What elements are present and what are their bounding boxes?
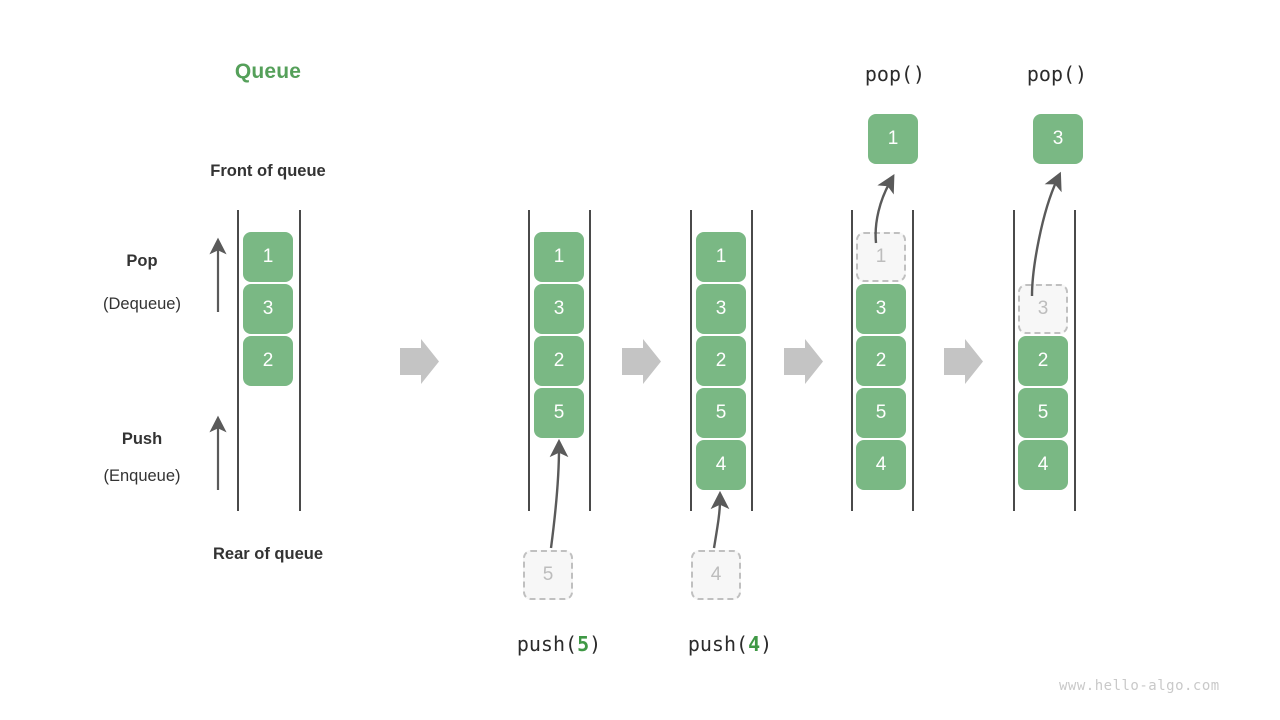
incoming-element-ghost: 5 bbox=[523, 550, 573, 600]
queue-cell: 4 bbox=[856, 440, 906, 490]
queue-rail-right-5 bbox=[1074, 210, 1076, 511]
pop-label: Pop bbox=[126, 252, 158, 270]
queue-cell: 2 bbox=[243, 336, 293, 386]
queue-rail-left-4 bbox=[851, 210, 853, 511]
queue-cell: 4 bbox=[696, 440, 746, 490]
queue-cell: 5 bbox=[856, 388, 906, 438]
push-4-caption: push(4) bbox=[630, 632, 830, 656]
queue-rail-left-3 bbox=[690, 210, 692, 511]
queue-cell: 3 bbox=[696, 284, 746, 334]
push-caption-prefix: push( bbox=[687, 632, 749, 656]
block-arrow-2 bbox=[622, 339, 661, 384]
queue-cell: 4 bbox=[1018, 440, 1068, 490]
block-arrow-1 bbox=[400, 339, 439, 384]
pop-sublabel: (Dequeue) bbox=[103, 295, 181, 313]
popped-element: 3 bbox=[1033, 114, 1083, 164]
front-of-queue-label: Front of queue bbox=[210, 162, 326, 180]
push-caption-suffix: ) bbox=[589, 632, 602, 656]
push-4-arrow bbox=[710, 490, 730, 549]
push-caption-suffix: ) bbox=[760, 632, 773, 656]
queue-rail-right-1 bbox=[299, 210, 301, 511]
queue-cell: 3 bbox=[534, 284, 584, 334]
rear-of-queue-label: Rear of queue bbox=[212, 545, 324, 563]
pop-3-arrow bbox=[1030, 171, 1062, 297]
page-title: Queue bbox=[234, 60, 302, 83]
push-5-caption: push(5) bbox=[459, 632, 659, 656]
push-caption-prefix: push( bbox=[516, 632, 578, 656]
queue-cell: 2 bbox=[1018, 336, 1068, 386]
block-arrow-4 bbox=[944, 339, 983, 384]
queue-rail-right-4 bbox=[912, 210, 914, 511]
queue-cell: 1 bbox=[696, 232, 746, 282]
queue-cell: 5 bbox=[1018, 388, 1068, 438]
queue-rail-left-1 bbox=[237, 210, 239, 511]
queue-cell-removed: 3 bbox=[1018, 284, 1068, 334]
queue-cell: 5 bbox=[696, 388, 746, 438]
queue-cell: 1 bbox=[534, 232, 584, 282]
queue-cell-removed: 1 bbox=[856, 232, 906, 282]
queue-cell: 1 bbox=[243, 232, 293, 282]
queue-rail-left-2 bbox=[528, 210, 530, 511]
queue-cell: 2 bbox=[534, 336, 584, 386]
push-caption-value: 5 bbox=[577, 632, 590, 656]
queue-cell: 3 bbox=[243, 284, 293, 334]
queue-rail-right-2 bbox=[589, 210, 591, 511]
pop-call-label-1: pop() bbox=[864, 62, 926, 86]
queue-cell: 5 bbox=[534, 388, 584, 438]
block-arrow-3 bbox=[784, 339, 823, 384]
queue-rail-left-5 bbox=[1013, 210, 1015, 511]
queue-rail-right-3 bbox=[751, 210, 753, 511]
queue-cell: 2 bbox=[856, 336, 906, 386]
queue-cell: 2 bbox=[696, 336, 746, 386]
push-5-arrow bbox=[549, 438, 569, 549]
pop-call-label-2: pop() bbox=[1026, 62, 1088, 86]
push-label: Push bbox=[121, 430, 163, 448]
popped-element: 1 bbox=[868, 114, 918, 164]
push-sublabel: (Enqueue) bbox=[103, 467, 181, 485]
watermark: www.hello-algo.com bbox=[1059, 678, 1220, 694]
queue-cell: 3 bbox=[856, 284, 906, 334]
incoming-element-ghost: 4 bbox=[691, 550, 741, 600]
push-caption-value: 4 bbox=[748, 632, 761, 656]
